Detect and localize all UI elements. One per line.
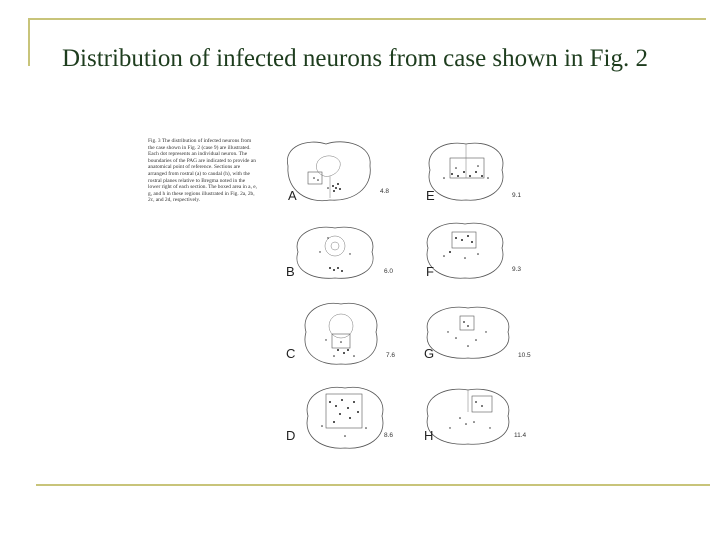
slide-title: Distribution of infected neurons from ca… [61,45,648,72]
panel-label-e: E [426,188,435,203]
frame-bottom-line [36,484,710,486]
panel-label-g: G [424,346,435,361]
panel-value-g: 10.5 [518,352,531,359]
panel-label-d: D [286,428,296,443]
brain-section-d [306,386,384,449]
panel-value-d: 8.6 [384,432,394,439]
brain-section-h [426,388,510,445]
panel-label-b: B [286,264,295,279]
panel-value-e: 9.1 [512,192,522,199]
figure-caption: Fig. 3 The distribution of infected neur… [148,138,258,204]
panel-value-b: 6.0 [384,268,394,275]
brain-section-a [286,141,371,202]
panel-value-f: 9.3 [512,266,522,273]
frame-left-line [28,18,30,66]
panel-value-h: 11.4 [514,432,527,439]
brain-section-b [296,226,374,279]
frame-top-line [28,18,706,20]
brain-section-g [426,306,510,359]
panel-label-c: C [286,346,296,361]
panel-value-c: 7.6 [386,352,396,359]
panel-label-a: A [288,188,297,203]
brain-section-e [428,142,504,201]
brain-section-c [304,302,378,365]
panel-label-h: H [424,428,434,443]
panel-label-f: F [426,264,434,279]
brain-section-f [426,222,504,279]
panel-value-a: 4.8 [380,188,390,195]
